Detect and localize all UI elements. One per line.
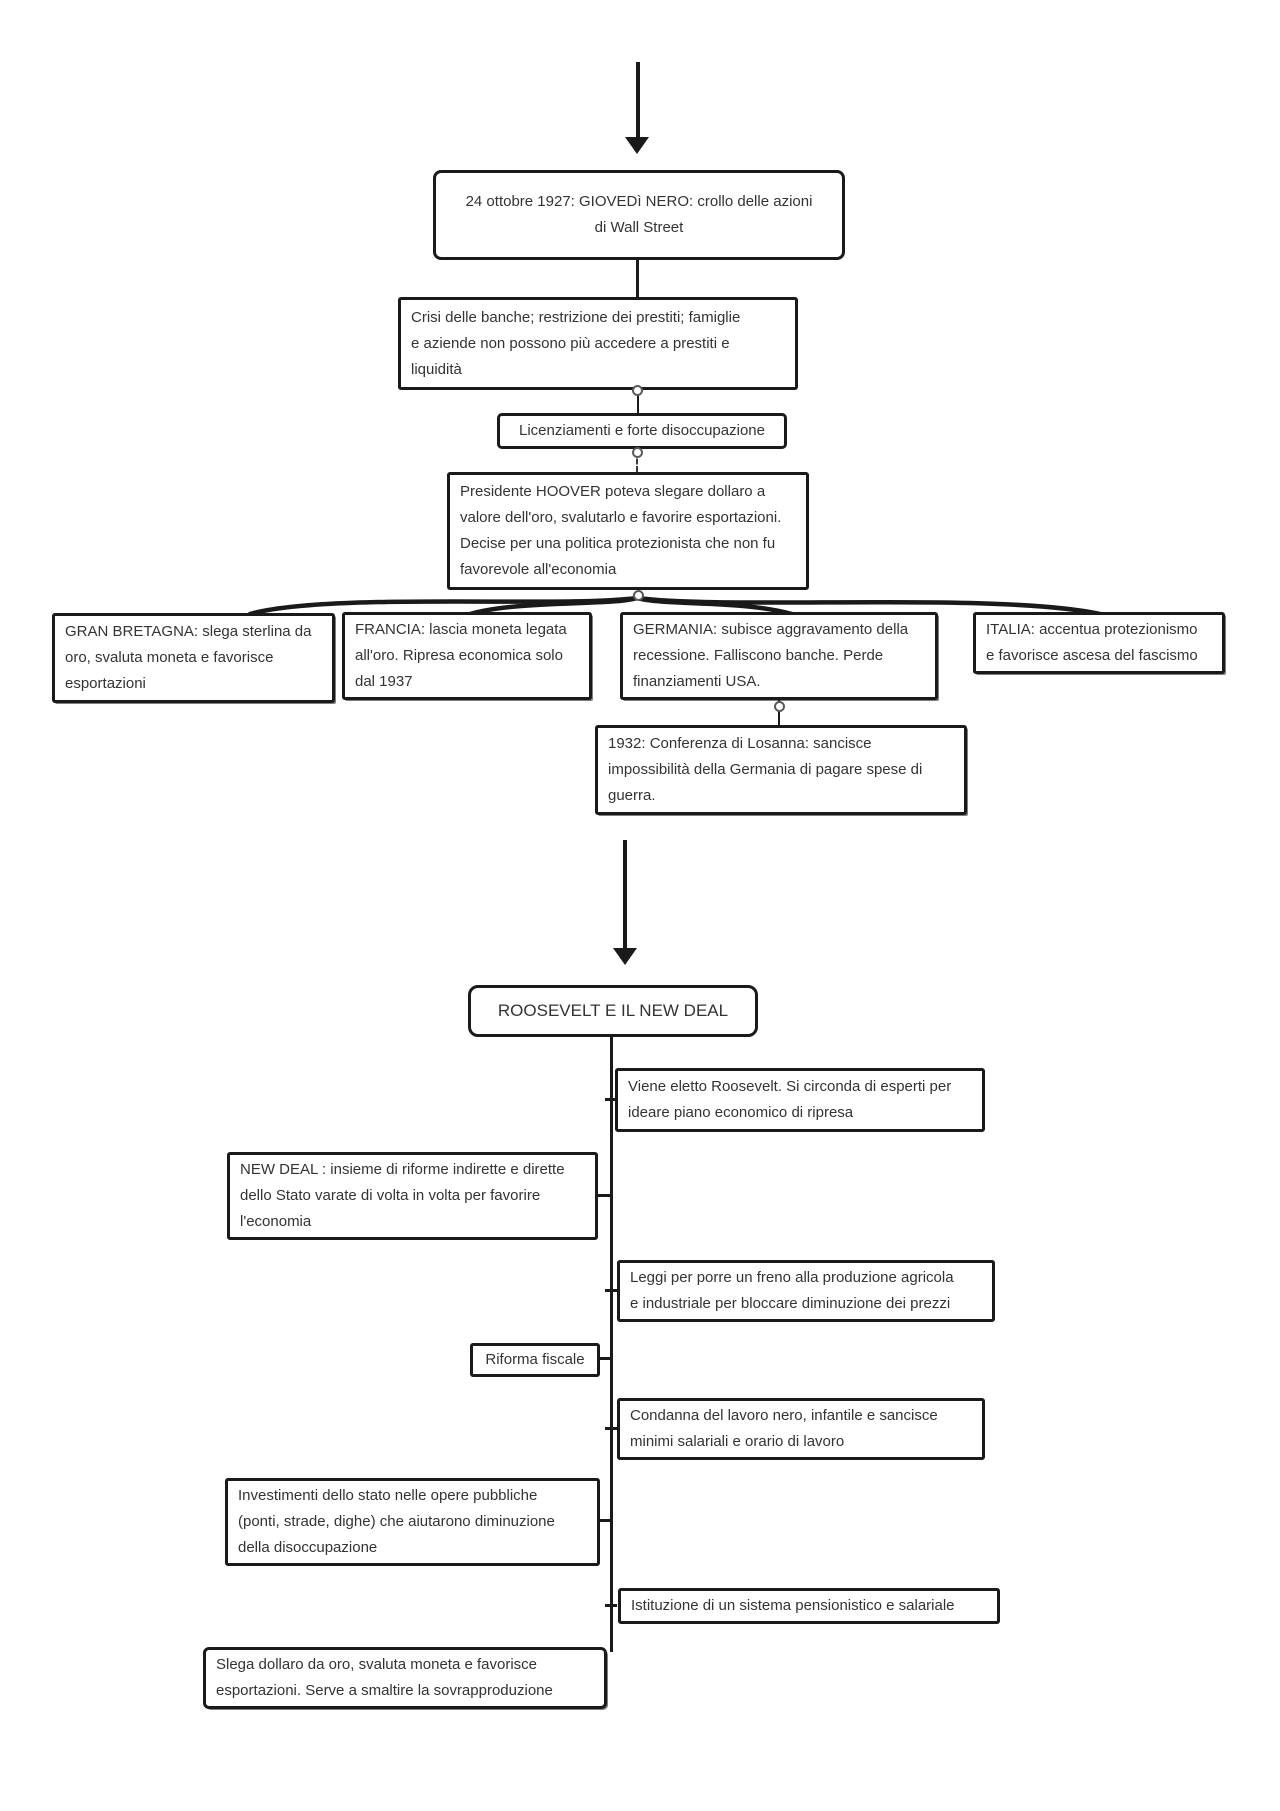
stub-connector <box>605 1098 617 1101</box>
node-riforma-fiscale: Riforma fiscale <box>470 1343 600 1377</box>
node-sistema-pensionistico: Istituzione di un sistema pensionistico … <box>618 1588 1000 1624</box>
stub-connector <box>605 1604 617 1607</box>
connector-germania-losanna <box>778 700 780 725</box>
node-gran-bretagna: GRAN BRETAGNA: slega sterlina da oro, sv… <box>52 613 335 703</box>
stub-connector <box>598 1519 612 1522</box>
node-italia: ITALIA: accentua protezionismo e favoris… <box>973 612 1225 674</box>
node-leggi-produzione: Leggi per porre un freno alla produzione… <box>617 1260 995 1322</box>
connector-layoffs-hoover <box>636 451 638 472</box>
node-layoffs: Licenziamenti e forte disoccupazione <box>497 413 787 449</box>
node-roosevelt-elected: Viene eletto Roosevelt. Si circonda di e… <box>615 1068 985 1132</box>
stub-connector <box>598 1357 612 1360</box>
arrow-down-icon <box>623 840 627 950</box>
stub-connector <box>605 1427 617 1430</box>
connector-handle-icon <box>632 447 643 458</box>
node-francia: FRANCIA: lascia moneta legata all'oro. R… <box>342 612 592 700</box>
arrow-down-icon <box>636 62 640 138</box>
connector-handle-icon <box>633 590 644 601</box>
node-new-deal-definition: NEW DEAL : insieme di riforme indirette … <box>227 1152 598 1240</box>
connector-blackthursday-bankcrisis <box>636 260 639 297</box>
node-hoover: Presidente HOOVER poteva slegare dollaro… <box>447 472 809 590</box>
node-opere-pubbliche: Investimenti dello stato nelle opere pub… <box>225 1478 600 1566</box>
connector-handle-icon <box>632 385 643 396</box>
connector-handle-icon <box>774 701 785 712</box>
arrow-down-head-icon <box>625 137 649 154</box>
node-slega-dollaro: Slega dollaro da oro, svaluta moneta e f… <box>203 1647 607 1709</box>
arrow-down-head-icon <box>613 948 637 965</box>
node-conferenza-losanna: 1932: Conferenza di Losanna: sancisce im… <box>595 725 967 815</box>
connector-bankcrisis-layoffs <box>637 390 639 413</box>
node-germania: GERMANIA: subisce aggravamento della rec… <box>620 612 938 700</box>
node-roosevelt-title: ROOSEVELT E IL NEW DEAL <box>468 985 758 1037</box>
stub-connector <box>596 1194 612 1197</box>
node-bank-crisis: Crisi delle banche; restrizione dei pres… <box>398 297 798 390</box>
stub-connector <box>605 1289 617 1292</box>
node-black-thursday: 24 ottobre 1927: GIOVEDì NERO: crollo de… <box>433 170 845 260</box>
newdeal-spine-connector <box>610 1037 613 1652</box>
node-condanna-lavoro: Condanna del lavoro nero, infantile e sa… <box>617 1398 985 1460</box>
